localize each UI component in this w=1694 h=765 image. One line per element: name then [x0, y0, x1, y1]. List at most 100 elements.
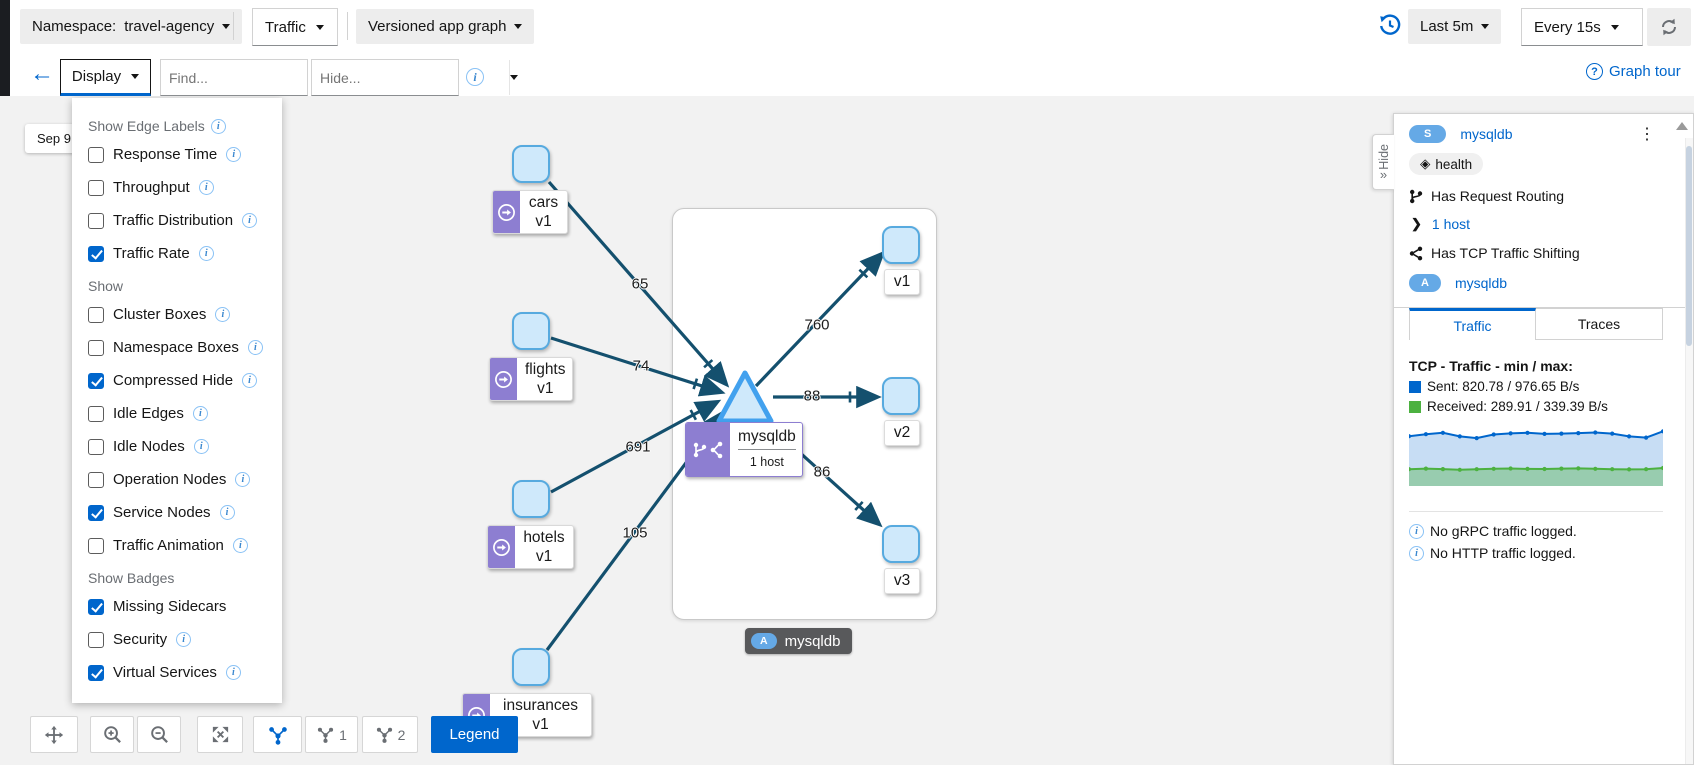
refresh-button[interactable] — [1647, 8, 1691, 46]
checkbox-unchecked[interactable] — [88, 405, 104, 422]
traffic-dropdown[interactable]: Traffic — [252, 8, 338, 46]
checkbox-checked[interactable] — [88, 245, 104, 262]
service-name-link[interactable]: mysqldb — [1460, 126, 1513, 142]
hide-input[interactable] — [312, 69, 509, 86]
display-menu-item-missing-sidecars[interactable]: Missing Sidecars — [72, 590, 282, 623]
find-hide-help-icon[interactable]: i — [466, 68, 484, 86]
node-insurances-v1[interactable] — [512, 648, 550, 686]
panel-scrollbar[interactable] — [1685, 138, 1693, 764]
node-mysqldb-v1[interactable] — [882, 226, 920, 264]
checkbox-unchecked[interactable] — [88, 537, 104, 554]
layout-default-button[interactable] — [253, 716, 302, 753]
info-icon[interactable]: i — [198, 246, 214, 261]
info-icon[interactable]: i — [176, 632, 192, 647]
refresh-interval-dropdown[interactable]: Every 15s — [1521, 8, 1643, 46]
info-icon[interactable]: i — [210, 118, 226, 134]
checkbox-unchecked[interactable] — [88, 471, 104, 488]
health-badge[interactable]: ◈ health — [1409, 153, 1484, 175]
info-icon[interactable]: i — [235, 472, 251, 487]
graph-tour-link[interactable]: ? Graph tour — [1586, 63, 1681, 80]
node-mysqldb-v3[interactable] — [882, 525, 920, 563]
zoom-in-button[interactable] — [90, 716, 134, 753]
hide-panel-tab[interactable]: Hide » — [1372, 134, 1394, 190]
scroll-up-icon[interactable] — [1676, 122, 1688, 130]
fit-to-screen-button[interactable] — [197, 716, 243, 753]
checkbox-unchecked[interactable] — [88, 306, 104, 323]
namespace-dropdown[interactable]: Namespace: travel-agency — [20, 9, 243, 44]
kebab-menu-icon[interactable]: ⋮ — [1639, 126, 1655, 143]
hosts-expander[interactable]: ❯ 1 host — [1409, 216, 1663, 232]
node-mysqldb-service[interactable] — [711, 365, 779, 429]
info-icon[interactable]: i — [219, 505, 235, 520]
app-name: insurances — [503, 697, 578, 714]
hosts-link[interactable]: 1 host — [1431, 216, 1471, 232]
checkbox-checked[interactable] — [88, 372, 104, 389]
checkbox-unchecked[interactable] — [88, 146, 104, 163]
checkbox-unchecked[interactable] — [88, 631, 104, 648]
scrollbar-thumb[interactable] — [1686, 146, 1692, 346]
info-icon[interactable]: i — [198, 180, 214, 195]
display-dropdown-button[interactable]: Display — [60, 59, 151, 96]
info-icon: i — [1409, 545, 1424, 561]
legend-button[interactable]: Legend — [431, 716, 518, 753]
graph-type-dropdown[interactable]: Versioned app graph — [356, 9, 535, 44]
zoom-out-button[interactable] — [137, 716, 181, 753]
label-v2[interactable]: v2 — [884, 420, 920, 446]
info-icon[interactable]: i — [215, 307, 231, 322]
pan-button[interactable] — [30, 716, 78, 753]
checkbox-unchecked[interactable] — [88, 212, 104, 229]
hide-options-toggle[interactable] — [509, 60, 518, 95]
checkbox-checked[interactable] — [88, 664, 104, 681]
label-v1[interactable]: v1 — [884, 269, 920, 295]
checkbox-checked[interactable] — [88, 504, 104, 521]
info-icon[interactable]: i — [232, 538, 248, 553]
history-icon[interactable] — [1378, 13, 1402, 37]
app-name-link[interactable]: mysqldb — [1454, 275, 1508, 291]
label-v3[interactable]: v3 — [884, 568, 920, 594]
back-arrow-button[interactable]: ← — [30, 60, 54, 87]
info-icon[interactable]: i — [192, 406, 208, 421]
info-icon[interactable]: i — [193, 439, 209, 454]
node-cars-v1[interactable] — [512, 145, 550, 183]
checkbox-checked[interactable] — [88, 598, 104, 615]
label-mysqldb-service[interactable]: mysqldb 1 host — [685, 422, 803, 477]
find-input[interactable] — [161, 69, 358, 86]
tab-traffic[interactable]: Traffic — [1409, 308, 1536, 340]
node-flights-v1[interactable] — [512, 312, 550, 350]
received-label: Received: 289.91 / 339.39 B/s — [1427, 399, 1608, 414]
duration-dropdown[interactable]: Last 5m — [1408, 9, 1502, 44]
info-icon[interactable]: i — [242, 373, 258, 388]
node-hotels-v1[interactable] — [512, 480, 550, 518]
node-mysqldb-v2[interactable] — [882, 377, 920, 415]
info-icon[interactable]: i — [226, 147, 242, 162]
info-icon[interactable]: i — [247, 340, 263, 355]
checkbox-unchecked[interactable] — [88, 438, 104, 455]
layout-2-label: 2 — [397, 726, 406, 743]
info-icon[interactable]: i — [225, 665, 241, 680]
group-label-mysqldb[interactable]: A mysqldb — [745, 628, 853, 654]
layout-1-button[interactable]: 1 — [305, 716, 358, 753]
tab-traces[interactable]: Traces — [1536, 308, 1663, 340]
checkbox-unchecked[interactable] — [88, 339, 104, 356]
checkbox-unchecked[interactable] — [88, 179, 104, 196]
layout-2-button[interactable]: 2 — [362, 716, 418, 753]
info-icon[interactable]: i — [242, 213, 258, 228]
